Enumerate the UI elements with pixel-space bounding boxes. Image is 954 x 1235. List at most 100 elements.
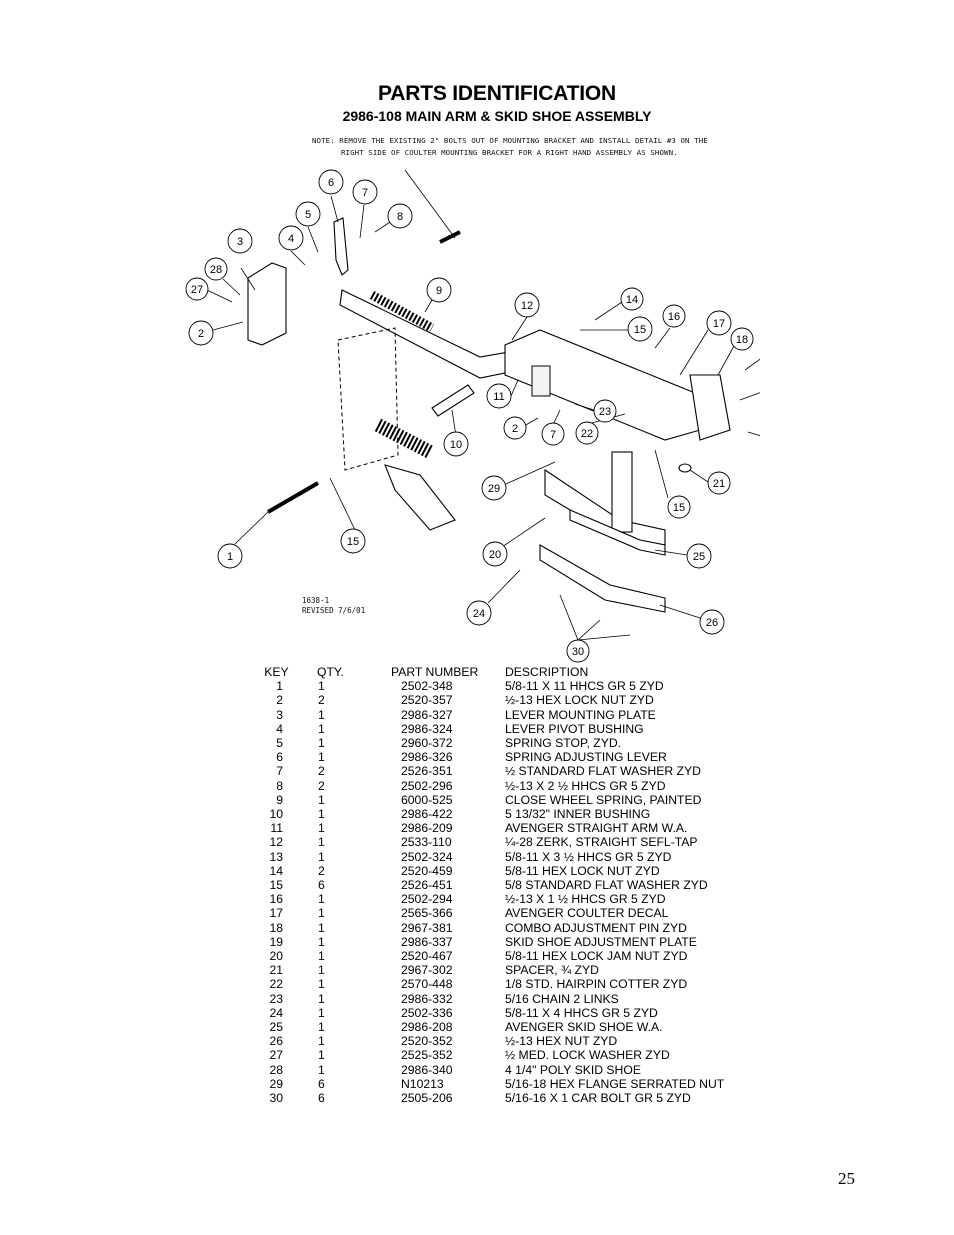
cell-description: 5/8-11 X 11 HHCS GR 5 ZYD (505, 679, 664, 694)
leader (654, 327, 671, 349)
closing-arm-shape (384, 464, 456, 531)
leader (240, 267, 256, 291)
leader (290, 250, 306, 266)
cell-description: ½-13 X 1 ½ HHCS GR 5 ZYD (505, 892, 666, 907)
cell-key: 5 (276, 736, 283, 751)
callout-15-top: 15 (627, 316, 653, 342)
cell-qty: 1 (318, 835, 325, 850)
callout-18: 18 (730, 327, 754, 351)
cell-key: 24 (269, 1005, 283, 1020)
cell-key: 28 (269, 1062, 283, 1077)
callout-6: 6 (318, 169, 344, 195)
cell-description: 5/16-16 X 1 CAR BOLT GR 5 ZYD (505, 1091, 691, 1106)
leader (659, 604, 701, 619)
cell-description: SPACER, ¾ ZYD (505, 963, 599, 978)
callout-16: 16 (662, 304, 686, 328)
cell-description: SPRING STOP, ZYD. (505, 736, 622, 751)
cell-part-number: 2986-326 (401, 750, 453, 765)
svg-text:28: 28 (210, 264, 222, 276)
cell-part-number: 2520-357 (401, 693, 453, 708)
cell-description: AVENGER SKID SHOE W.A. (505, 1020, 663, 1035)
svg-text:15: 15 (634, 324, 646, 336)
leader (559, 594, 579, 641)
cell-key: 12 (269, 835, 283, 850)
svg-text:7: 7 (362, 187, 368, 199)
leader (689, 469, 709, 483)
cell-part-number: N10213 (401, 1076, 444, 1091)
cell-qty: 1 (318, 721, 325, 736)
cell-part-number: 2526-451 (401, 878, 453, 893)
callout-11: 11 (486, 383, 512, 409)
cell-part-number: 2565-366 (401, 906, 453, 921)
cell-qty: 1 (318, 1034, 325, 1049)
cell-qty: 1 (318, 1020, 325, 1035)
cell-qty: 2 (318, 693, 325, 708)
svg-text:8: 8 (397, 211, 403, 223)
cell-description: 5/8-11 HEX LOCK JAM NUT ZYD (505, 949, 688, 964)
wheel-spring-shape (374, 418, 434, 459)
cell-part-number: 2967-302 (401, 963, 453, 978)
long-bolt-shape (266, 481, 320, 514)
svg-text:26: 26 (706, 617, 718, 629)
cell-key: 4 (276, 721, 283, 736)
spacer-shape (678, 463, 692, 473)
cell-qty: 1 (318, 679, 325, 694)
svg-text:15: 15 (347, 536, 359, 548)
cell-part-number: 2570-448 (401, 977, 453, 992)
cell-key: 15 (269, 878, 283, 893)
mounting-bolt-shape (439, 230, 461, 244)
cell-part-number: 2986-337 (401, 934, 453, 949)
note-leader-line (404, 169, 456, 239)
callout-15-bottom: 15 (340, 528, 366, 554)
header-part-number: PART NUMBER (391, 665, 479, 679)
cell-description: ½-13 HEX LOCK NUT ZYD (505, 693, 654, 708)
cell-key: 20 (269, 949, 283, 964)
cell-description: SPRING ADJUSTING LEVER (505, 750, 667, 765)
cell-description: LEVER PIVOT BUSHING (505, 721, 644, 736)
leader (374, 221, 391, 233)
skid-shoe-lower-shape (569, 509, 666, 556)
assembly-subtitle: 2986-108 MAIN ARM & SKID SHOE ASSEMBLY (342, 108, 652, 124)
cell-part-number: 2502-294 (401, 892, 453, 907)
callout-8: 8 (387, 203, 413, 229)
cell-description: 5 13/32" INNER BUSHING (505, 807, 651, 822)
cell-qty: 6 (318, 1076, 325, 1091)
leader (654, 449, 669, 499)
leader (234, 511, 269, 545)
cell-qty: 1 (318, 821, 325, 836)
callout-5: 5 (295, 201, 321, 227)
cell-key: 21 (269, 963, 283, 978)
leader (552, 409, 561, 426)
leader (505, 461, 556, 485)
callout-30: 30 (566, 639, 590, 663)
leader (501, 517, 546, 548)
svg-text:27: 27 (191, 284, 203, 296)
svg-text:12: 12 (521, 300, 533, 312)
header-qty: QTY. (317, 665, 344, 679)
cell-key: 27 (269, 1048, 283, 1063)
cell-description: SKID SHOE ADJUSTMENT PLATE (505, 934, 697, 949)
page-title: PARTS IDENTIFICATION (378, 82, 616, 105)
svg-text:14: 14 (626, 294, 638, 306)
svg-text:15: 15 (673, 502, 685, 514)
cell-key: 6 (276, 750, 283, 765)
cell-key: 2 (276, 693, 283, 708)
shoe-post-shape (611, 451, 633, 533)
cell-description: ½-13 HEX NUT ZYD (505, 1034, 618, 1049)
callout-28: 26 (699, 609, 725, 635)
cell-qty: 2 (318, 863, 325, 878)
svg-text:3: 3 (237, 236, 243, 248)
poly-skid-shoe-shape (539, 544, 666, 613)
